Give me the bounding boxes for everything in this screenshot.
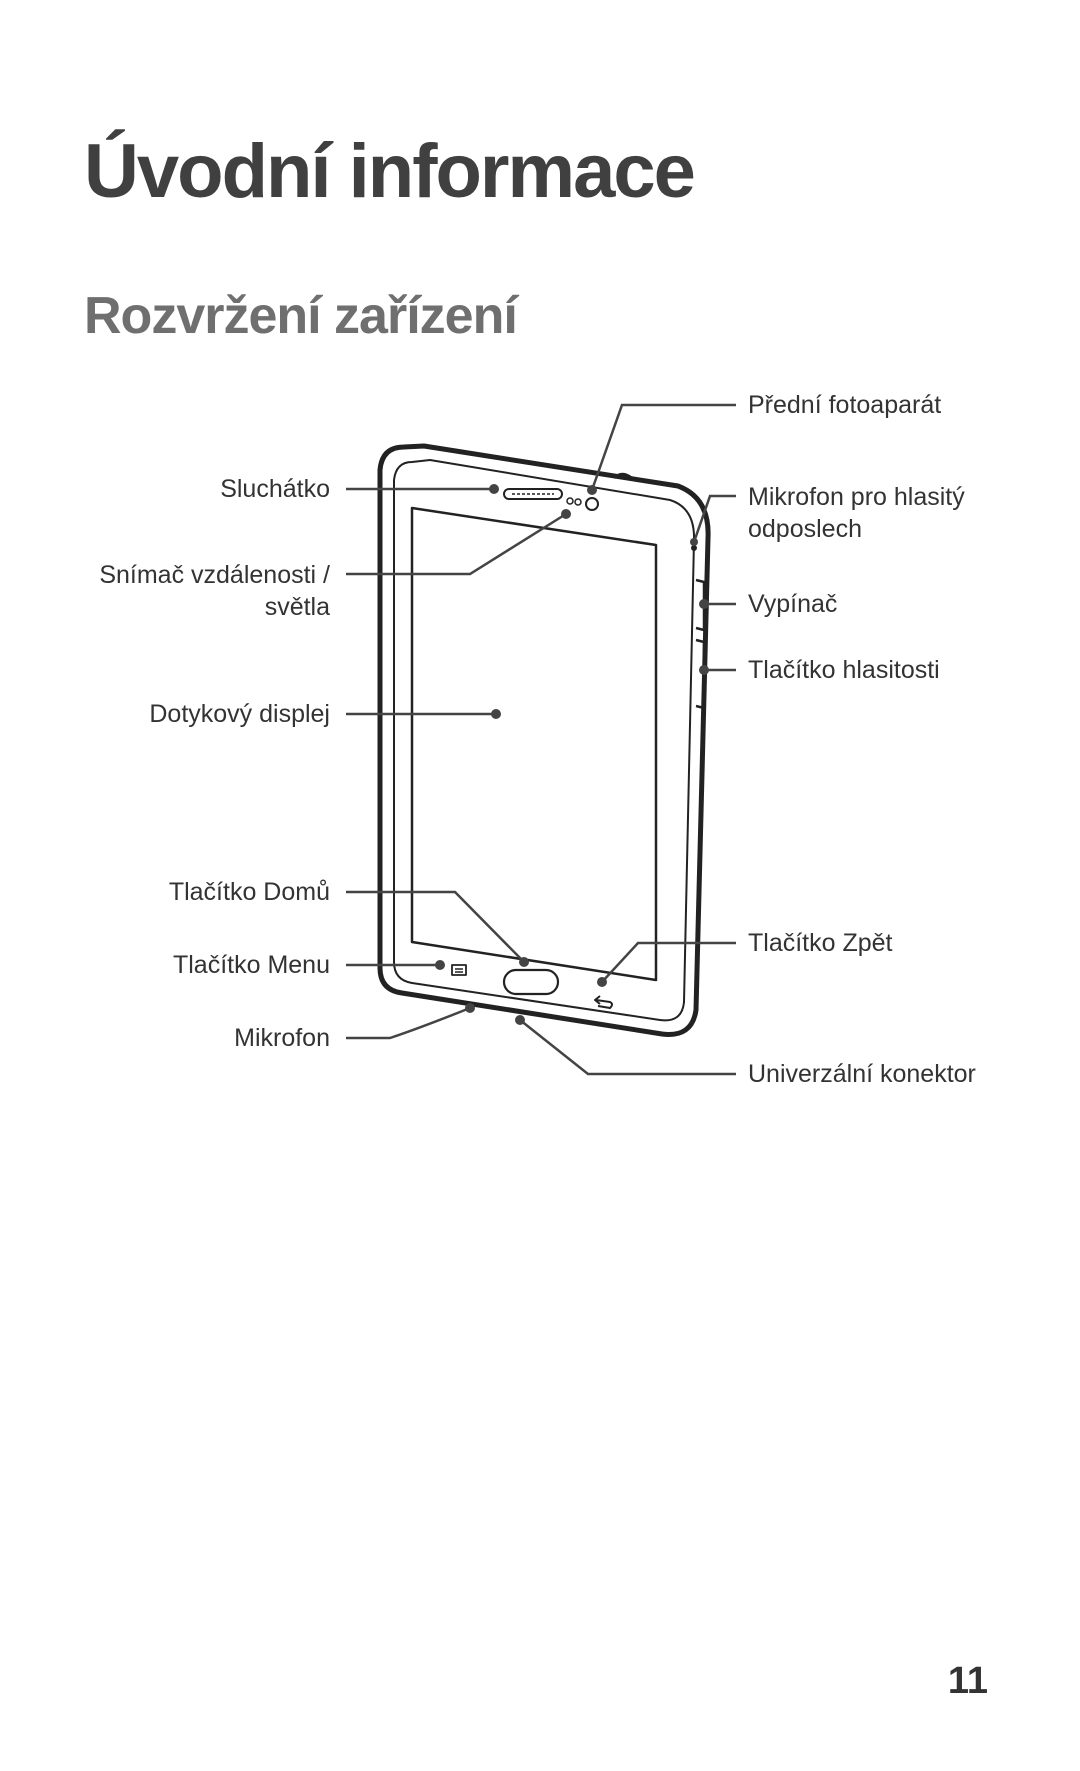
label-power-key: Vypínač: [748, 590, 837, 618]
volume-key-dot: [699, 665, 709, 675]
label-volume-key: Tlačítko hlasitosti: [748, 656, 940, 684]
earpiece-dot: [489, 484, 499, 494]
chapter-title: Úvodní informace: [84, 129, 696, 214]
section-title: Rozvržení zařízení: [84, 287, 518, 345]
proximity-sensor-dot: [561, 509, 571, 519]
back-key-dot: [597, 977, 607, 987]
label-speaker-mic-line2: odposlech: [748, 515, 862, 543]
device-illustration: [377, 443, 711, 1037]
label-menu-key: Tlačítko Menu: [173, 951, 330, 979]
microphone-dot: [465, 1003, 475, 1013]
callout-lines: [346, 403, 736, 1076]
power-key-dot: [699, 599, 709, 609]
front-camera-dot: [587, 485, 597, 495]
multipurpose-jack-dot: [515, 1015, 525, 1025]
label-proximity-sensor-line2: světla: [265, 593, 330, 621]
menu-key-dot: [435, 960, 445, 970]
home-key-dot: [519, 957, 529, 967]
label-touchscreen: Dotykový displej: [149, 700, 330, 728]
label-front-camera: Přední fotoaparát: [748, 391, 941, 419]
label-multipurpose-jack: Univerzální konektor: [748, 1060, 976, 1088]
label-back-key: Tlačítko Zpět: [748, 929, 893, 957]
label-home-key: Tlačítko Domů: [169, 878, 330, 906]
callout-dots: [435, 484, 709, 1025]
touchscreen-dot: [491, 709, 501, 719]
label-microphone: Mikrofon: [234, 1024, 330, 1052]
label-speaker-mic-line1: Mikrofon pro hlasitý: [748, 483, 965, 511]
page-number: 11: [947, 1660, 988, 1702]
label-earpiece: Sluchátko: [220, 475, 330, 503]
speaker-mic-dot: [690, 538, 698, 546]
label-proximity-sensor-line1: Snímač vzdálenosti /: [99, 561, 330, 589]
